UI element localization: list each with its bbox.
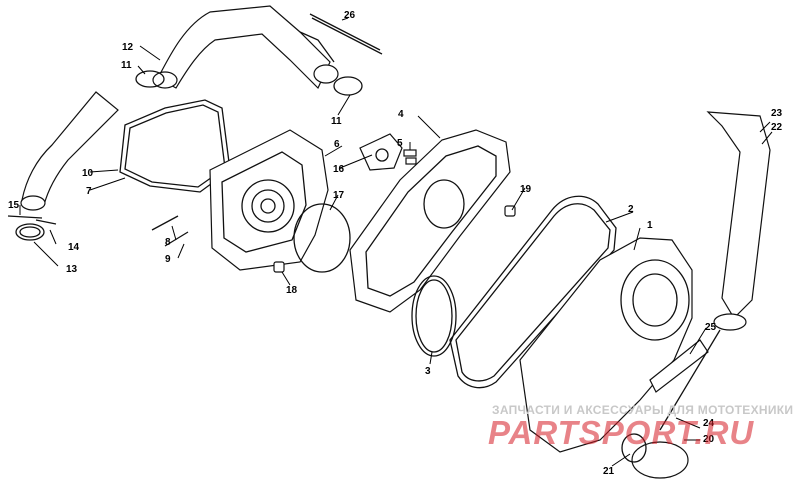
hardware-part (7, 149, 516, 273)
decal-part (649, 339, 709, 393)
label-7: 7 (86, 186, 92, 197)
label-13: 13 (66, 264, 78, 275)
leader-lines (19, 17, 773, 467)
label-10: 10 (82, 168, 94, 179)
label-26: 26 (344, 10, 356, 21)
label-18: 18 (286, 285, 298, 296)
inner-cover-part (349, 129, 511, 313)
clamp-lower-part (15, 223, 45, 241)
label-16: 16 (333, 164, 345, 175)
label-23: 23 (771, 108, 783, 119)
label-12: 12 (122, 42, 134, 53)
label-22: 22 (771, 122, 783, 133)
right-intake-tube-part (621, 111, 771, 479)
label-15: 15 (8, 200, 20, 211)
outer-cover-part (519, 237, 693, 453)
bracket-plate-part (359, 133, 403, 171)
strap-tie-part (309, 13, 383, 55)
cover-housing-part (209, 129, 329, 271)
label-19: 19 (520, 184, 532, 195)
clamp-part (135, 70, 363, 96)
label-5: 5 (397, 138, 403, 149)
label-6: 6 (334, 139, 340, 150)
belt-part (449, 195, 617, 389)
label-17: 17 (333, 190, 345, 201)
label-14: 14 (68, 242, 80, 253)
seal-ring-part (411, 275, 457, 357)
label-25: 25 (705, 322, 717, 333)
hose-part (20, 91, 119, 211)
label-24: 24 (703, 418, 715, 429)
watermark-brand: PARTSPORT.RU (488, 414, 755, 451)
label-3: 3 (425, 366, 431, 377)
label-2: 2 (628, 204, 634, 215)
label-8: 8 (165, 237, 171, 248)
label-4: 4 (398, 109, 404, 120)
callout-labels: 1 2 3 4 5 6 7 8 9 10 11 11 12 13 14 15 1… (8, 10, 783, 477)
label-21: 21 (603, 466, 615, 477)
label-20: 20 (703, 434, 715, 445)
label-9: 9 (165, 254, 171, 265)
label-11-left: 11 (121, 60, 132, 71)
o-ring-part (293, 203, 351, 273)
intake-duct-part (152, 5, 339, 90)
watermark-tagline: ЗАПЧАСТИ И АКСЕССУАРЫ ДЛЯ МОТОТЕХНИКИ (492, 403, 794, 417)
label-1: 1 (647, 220, 653, 231)
label-11-right: 11 (331, 116, 342, 127)
